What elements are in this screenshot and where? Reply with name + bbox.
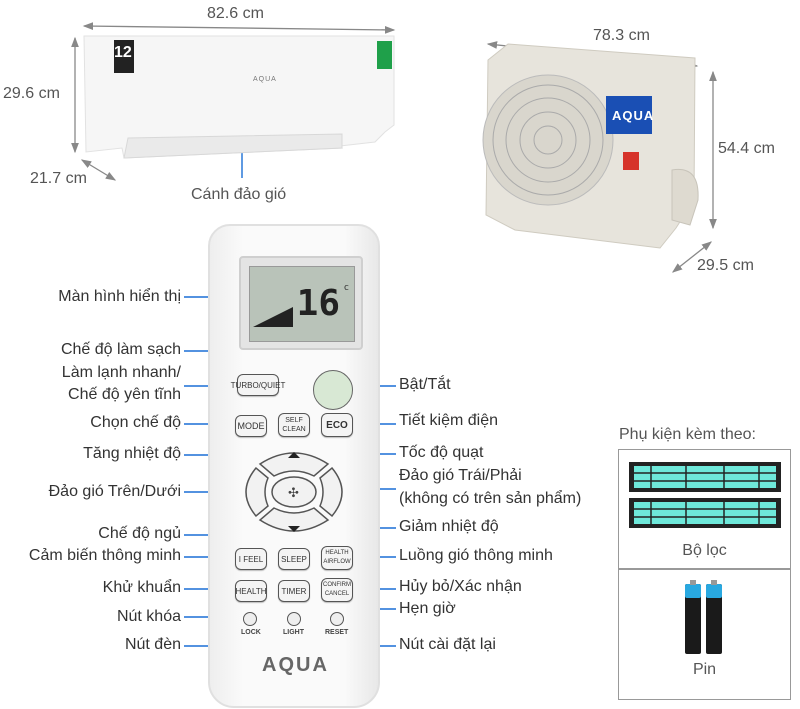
outdoor-width-label: 78.3 cm [593, 27, 650, 44]
power-button[interactable] [313, 370, 353, 410]
callout-eco: Tiết kiệm điện [399, 412, 498, 429]
callout-power: Bật/Tắt [399, 376, 451, 393]
callout-lock: Nút khóa [116, 608, 181, 625]
callout-reset: Nút cài đặt lại [399, 636, 496, 653]
callout-swing-horizontal-2: (không có trên sản phẩm) [399, 490, 582, 507]
indoor-width-label: 82.6 cm [207, 5, 264, 22]
timer-button[interactable]: TIMER [278, 580, 310, 602]
accessories-title: Phụ kiện kèm theo: [619, 426, 756, 443]
turbo-quiet-button[interactable]: TURBO/QUIET [231, 374, 285, 396]
swing-vertical-button[interactable] [245, 466, 269, 518]
callout-turbo-quiet-2: Chế độ yên tĩnh [68, 386, 181, 403]
display-unit: c [343, 283, 349, 293]
indoor-logo: AQUA [253, 76, 277, 83]
callout-mode: Chọn chế độ [90, 414, 181, 431]
eco-button[interactable]: ECO [321, 413, 353, 437]
callout-sleep: Chế độ ngủ [98, 525, 181, 542]
mode-button[interactable]: MODE [235, 415, 267, 437]
callout-temp-up: Tăng nhiệt độ [83, 445, 181, 462]
fan-icon: ✣ [288, 485, 299, 500]
light-button[interactable] [287, 612, 301, 626]
battery-image [685, 580, 722, 654]
filter-1 [629, 462, 781, 492]
temp-up-button[interactable] [258, 452, 330, 477]
remote-control: 16 c TURBO/QUIET MODE SELF CLEAN ECO ✣ I… [208, 224, 380, 708]
indoor-unit-image [83, 35, 395, 159]
arrow-down-icon [288, 526, 300, 532]
callout-timer: Hẹn giờ [399, 600, 456, 617]
callout-health-airflow: Luồng gió thông minh [399, 547, 553, 564]
lock-button[interactable] [243, 612, 257, 626]
callout-light: Nút đèn [124, 636, 181, 653]
callout-fan-speed: Tốc độ quạt [399, 444, 484, 461]
callout-i-feel: Cảm biến thông minh [28, 547, 181, 564]
lock-label: LOCK [241, 629, 261, 636]
accessories-divider [619, 568, 790, 570]
callout-self-clean: Chế độ làm sạch [60, 341, 181, 358]
accessories-box: Bộ lọc Pin [618, 449, 791, 700]
remote-logo: AQUA [262, 654, 329, 676]
swing-horizontal-button[interactable] [319, 466, 343, 518]
warranty-badge: 12 [114, 44, 132, 61]
callout-health: Khử khuẩn [102, 579, 181, 596]
callout-display: Màn hình hiển thị [58, 288, 181, 305]
callout-confirm-cancel: Hủy bỏ/Xác nhận [399, 578, 522, 595]
filter-2 [629, 498, 781, 528]
self-clean-button[interactable]: SELF CLEAN [278, 413, 310, 437]
reset-label: RESET [325, 629, 349, 636]
fan-level-icon [253, 307, 293, 327]
sleep-button[interactable]: SLEEP [278, 548, 310, 570]
outdoor-depth-label: 29.5 cm [697, 257, 754, 274]
i-feel-button[interactable]: I FEEL [235, 548, 267, 570]
filter-image [629, 462, 781, 528]
louver-callout: Cánh đảo gió [191, 186, 287, 203]
outdoor-height-label: 54.4 cm [718, 140, 775, 157]
fan-speed-button[interactable] [271, 476, 317, 508]
display-temperature: 16 [296, 283, 340, 324]
light-label: LIGHT [283, 629, 304, 636]
callout-swing-horizontal-1: Đảo gió Trái/Phải [399, 467, 522, 484]
indoor-height-label: 29.6 cm [3, 85, 60, 102]
confirm-cancel-button[interactable]: CONFIRM CANCEL [321, 578, 353, 602]
outdoor-unit-image [482, 43, 699, 249]
outdoor-logo: AQUA [612, 108, 655, 123]
arrow-up-icon [288, 452, 300, 458]
lcd-screen: 16 c [249, 266, 355, 342]
health-airflow-button[interactable]: HEALTH AIRFLOW [321, 546, 353, 570]
callout-swing-vertical: Đảo gió Trên/Dưới [48, 483, 181, 500]
reset-button[interactable] [330, 612, 344, 626]
indoor-depth-label: 21.7 cm [30, 170, 87, 187]
battery-label: Pin [692, 661, 717, 678]
health-button[interactable]: HEALTH [235, 580, 267, 602]
remote-display: 16 c [239, 256, 363, 350]
direction-pad: ✣ [245, 452, 343, 532]
callout-turbo-quiet-1: Làm lạnh nhanh/ [61, 364, 181, 381]
temp-down-button[interactable] [258, 507, 330, 532]
filter-label: Bộ lọc [682, 542, 727, 559]
callout-temp-down: Giảm nhiệt độ [399, 518, 499, 535]
